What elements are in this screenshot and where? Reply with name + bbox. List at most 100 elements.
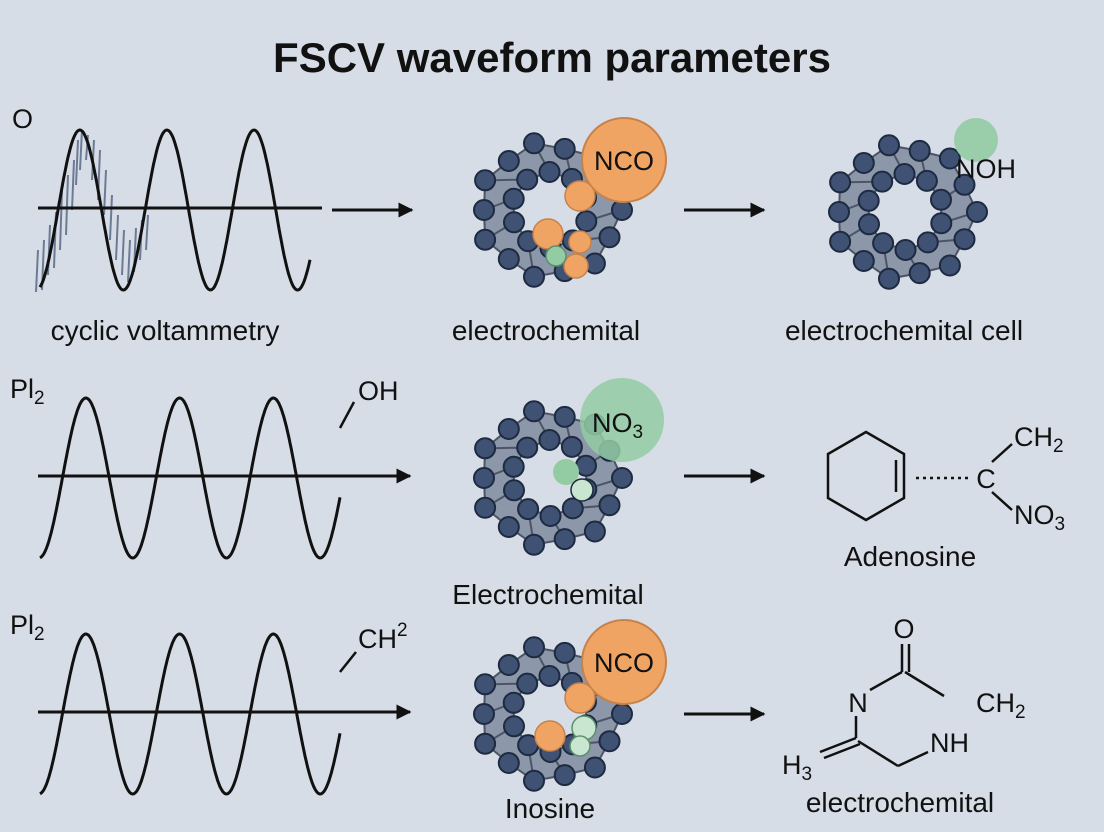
row-2-green-bubble xyxy=(580,378,664,462)
bond-down-right xyxy=(857,739,899,768)
carbon-atom xyxy=(553,137,576,160)
carbon-atom xyxy=(474,437,497,460)
row-1-wave-caption: cyclic voltammetry xyxy=(51,315,280,346)
row-1-small-orange-3 xyxy=(568,230,592,254)
row-2-small-green-1 xyxy=(553,459,579,485)
row-3: Pl2 CH2 NCO Inosine O N CH2 NH H3 xyxy=(10,610,1026,824)
carbon-atom xyxy=(553,528,576,551)
row-3-small-orange-1 xyxy=(564,682,596,714)
carbon-atom xyxy=(938,254,961,277)
molecule-no3: NO3 xyxy=(1014,500,1065,535)
carbon-atom xyxy=(538,665,561,687)
carbon-atom xyxy=(516,672,539,695)
carbon-atom xyxy=(497,150,520,172)
row-2-right-caption: Adenosine xyxy=(844,541,976,572)
carbon-atom xyxy=(828,201,850,223)
carbon-atom xyxy=(583,756,606,779)
carbon-atom xyxy=(916,231,939,254)
row-3-wave-end-bond xyxy=(339,651,357,673)
carbon-atom xyxy=(523,132,545,155)
row-1-small-orange-4 xyxy=(563,253,589,279)
carbon-atom xyxy=(930,212,953,235)
row-2-waveform xyxy=(39,396,342,560)
molecule-ch2: CH2 xyxy=(976,688,1026,723)
row-1-cluster-label: NCO xyxy=(594,146,654,176)
row-1-green-bubble xyxy=(954,118,998,162)
bond-c-no3 xyxy=(991,491,1013,511)
carbon-atom xyxy=(575,454,597,477)
carbon-atom xyxy=(523,265,545,288)
row-1-small-orange-1 xyxy=(564,180,596,212)
bond-to-nh xyxy=(897,750,929,768)
row-1-noise-trace xyxy=(35,129,149,293)
carbon-atom xyxy=(553,764,576,787)
molecule-nh: NH xyxy=(930,728,969,758)
row-1-orange-bubble xyxy=(581,117,667,203)
carbon-atom xyxy=(611,467,633,489)
row-3-wave-end-label: CH2 xyxy=(358,620,408,654)
carbon-atom xyxy=(930,188,952,211)
carbon-atom xyxy=(474,732,497,755)
row-1-waveform xyxy=(38,128,312,292)
carbon-atom xyxy=(502,455,525,478)
carbon-atom xyxy=(829,230,852,253)
carbon-atom xyxy=(497,418,520,440)
carbon-atom xyxy=(894,239,917,261)
carbon-atom xyxy=(497,516,520,538)
bond-c-me xyxy=(904,670,945,698)
carbon-atom xyxy=(871,170,894,193)
page-title: FSCV waveform parameters xyxy=(273,34,831,81)
carbon-atom xyxy=(539,505,562,527)
row-1-small-green xyxy=(545,245,567,267)
carbon-atom xyxy=(553,405,576,428)
carbon-atom xyxy=(598,226,621,249)
row-3-molecule: O N CH2 NH H3 xyxy=(782,614,1026,785)
carbon-atom xyxy=(497,654,520,676)
row-3-small-orange-2 xyxy=(534,720,566,752)
carbon-atom xyxy=(560,435,583,458)
carbon-atom xyxy=(523,533,545,556)
molecule-c: C xyxy=(976,464,996,494)
row-2-wave-end-bond xyxy=(338,401,356,429)
carbon-atom xyxy=(858,213,880,236)
carbon-atom xyxy=(523,636,545,659)
row-2: Pl2 OH NO3 Electrochemital CH2 C NO3 Ade… xyxy=(10,374,1065,610)
carbon-atom xyxy=(474,673,497,696)
carbon-atom xyxy=(908,262,931,285)
carbon-atom xyxy=(852,250,875,272)
row-3-left-label: Pl2 xyxy=(10,610,45,645)
carbon-atom xyxy=(953,173,976,196)
carbon-atom xyxy=(908,139,931,162)
carbon-atom xyxy=(473,467,495,489)
row-3-small-green-2 xyxy=(569,735,591,757)
carbon-atom xyxy=(598,494,621,517)
row-2-small-green-2 xyxy=(570,478,594,502)
carbon-atom xyxy=(516,436,539,459)
carbon-atom xyxy=(503,479,525,502)
carbon-atom xyxy=(872,232,895,255)
row-1-small-orange-2 xyxy=(532,218,564,250)
carbon-atom xyxy=(538,429,561,451)
carbon-atom xyxy=(915,169,938,192)
row-1-right-cluster xyxy=(828,134,988,290)
row-2-cluster-label: NO3 xyxy=(592,408,643,443)
row-2-molecule: CH2 C NO3 xyxy=(826,422,1065,535)
carbon-atom xyxy=(878,267,900,290)
carbon-atom xyxy=(503,715,525,738)
carbon-atom xyxy=(575,210,598,233)
carbon-atom xyxy=(523,769,545,792)
carbon-atom xyxy=(474,169,497,192)
carbon-atom xyxy=(938,147,961,170)
carbon-atom xyxy=(502,691,525,714)
bond-eq-2 xyxy=(823,742,861,760)
bond-c-ch2 xyxy=(991,443,1013,463)
carbon-atom xyxy=(561,497,584,520)
carbon-atom xyxy=(553,641,576,664)
carbon-atom xyxy=(829,171,852,194)
row-2-wave-end-label: OH xyxy=(358,376,399,406)
row-1-cluster-caption: electrochemital xyxy=(452,315,640,346)
row-1-left-label: O xyxy=(12,104,33,134)
row-3-orange-bubble xyxy=(581,619,667,705)
row-3-waveform xyxy=(39,632,342,796)
